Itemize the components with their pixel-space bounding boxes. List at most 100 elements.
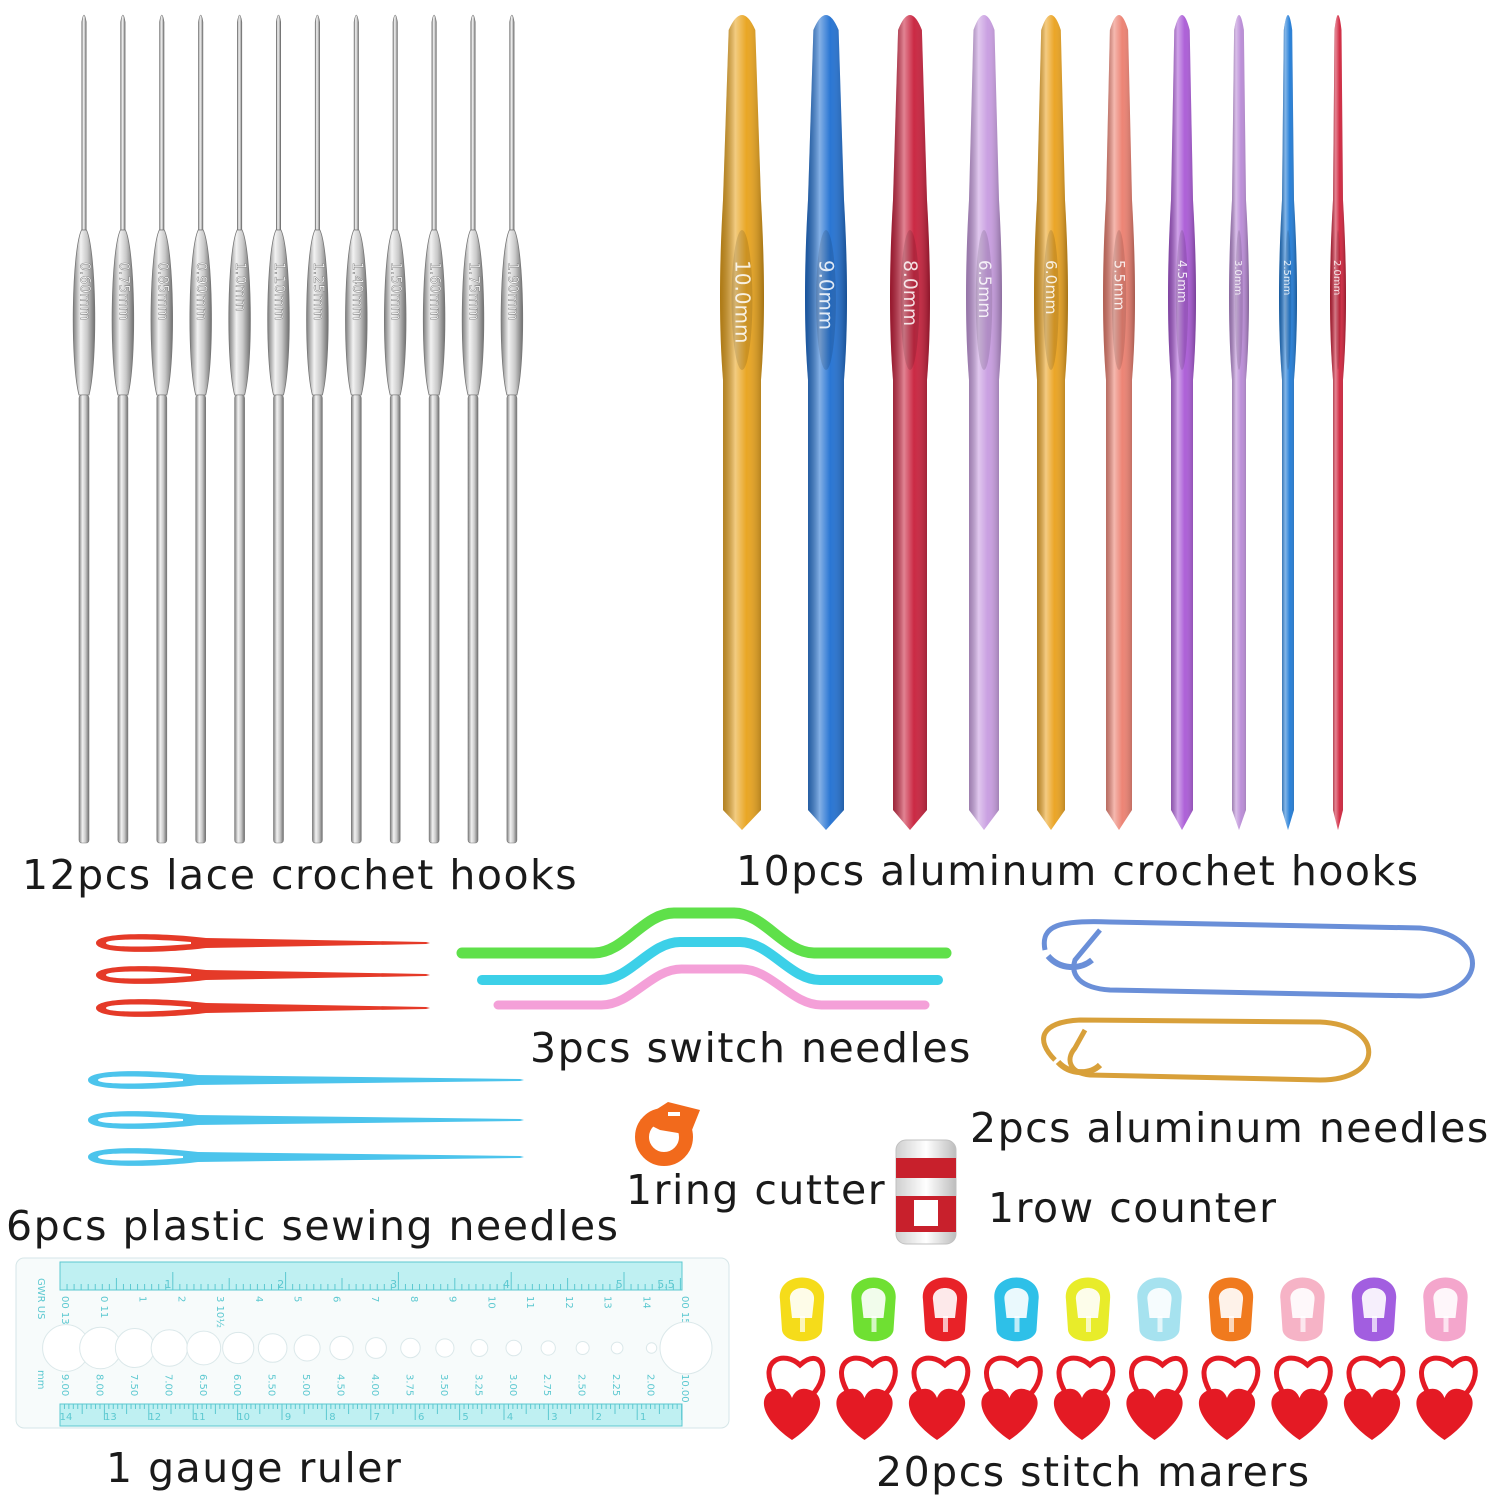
caption-row-counter: 1row counter — [988, 1184, 1278, 1232]
plastic-needle — [96, 934, 430, 952]
aluminum-needles-group — [1041, 919, 1475, 1083]
lace-hook-grip — [228, 229, 251, 396]
aluminum-hook: 9.0mm — [805, 15, 847, 830]
lace-hook-tip — [431, 14, 437, 231]
caption-stitch-markers: 20pcs stitch marers — [876, 1448, 1311, 1496]
lace-hook-grip — [422, 229, 446, 396]
lace-hook-grip — [345, 229, 368, 396]
ruler-side-label-bottom: mm — [35, 1370, 46, 1389]
ruler-inch-label: 2 — [277, 1278, 284, 1291]
aluminum-hook-thumb-rest — [1284, 230, 1292, 370]
stitch-marker-heart — [1053, 1355, 1116, 1440]
heart-marker-loop — [1129, 1355, 1188, 1398]
ruler-mm-size: 7.00 — [162, 1374, 173, 1396]
ruler-inch-scale — [59, 1261, 683, 1291]
ruler-us-size: 4 — [253, 1296, 264, 1302]
aluminum-hook-shine — [1279, 15, 1297, 830]
aluminum-pin-blue-clasp — [1045, 953, 1094, 970]
aluminum-hook-shine — [1034, 15, 1068, 830]
lace-hook-grip — [384, 229, 407, 396]
plastic-needle — [96, 966, 430, 984]
ruler-cm-label: 5 — [462, 1412, 468, 1423]
ruler-gauge-hole — [505, 1339, 523, 1357]
plastic-sewing-needles-group — [88, 934, 524, 1166]
stitch-marker-opening — [1361, 1288, 1387, 1318]
ruler-mm-size: 2.25 — [610, 1374, 621, 1396]
aluminum-hook-size-label: 5.5mm — [1110, 260, 1126, 311]
ruler-cm-label: 8 — [329, 1412, 335, 1423]
stitch-marker-heart — [908, 1355, 971, 1440]
stitch-marker-locking — [851, 1277, 896, 1342]
ruler-us-size: 2 — [175, 1296, 186, 1302]
lace-hook-shaft — [273, 394, 284, 844]
stitch-marker-latch — [1086, 1316, 1091, 1332]
lace-hook-size-label: 1.40mm — [349, 262, 365, 320]
aluminum-hook-shine — [1168, 15, 1196, 830]
stitch-marker-locking — [1208, 1277, 1254, 1342]
plastic-needle-body — [96, 966, 430, 984]
lace-hook: 1.60mm — [422, 14, 446, 844]
plastic-needle-eye — [98, 1076, 183, 1084]
ruler-cm-label: 2 — [596, 1412, 602, 1423]
ruler-us-size: 10 — [485, 1296, 496, 1309]
stitch-marker-opening — [932, 1288, 958, 1318]
stitch-marker-opening — [1290, 1288, 1315, 1318]
aluminum-hook-size-label: 6.5mm — [975, 260, 994, 318]
aluminum-hook-shine — [1330, 15, 1346, 830]
lace-hook-size-label: 1.0mm — [232, 262, 248, 312]
aluminum-hook-size-label: 6.0mm — [1042, 260, 1060, 314]
aluminum-hook-thumb-rest — [1043, 230, 1059, 370]
aluminum-hook-thumb-rest — [731, 230, 753, 370]
lace-hook: 1.75mm — [461, 14, 485, 844]
aluminum-hook-shine — [890, 15, 930, 830]
ruler-mm-size: 2.00 — [645, 1374, 656, 1396]
ruler-cm-label: 7 — [374, 1412, 380, 1423]
heart-marker-loop — [1201, 1355, 1261, 1398]
caption-switch-needles: 3pcs switch needles — [530, 1024, 972, 1072]
plastic-needle — [88, 1148, 524, 1166]
stitch-marker-heart — [1271, 1355, 1333, 1440]
heart-marker-body — [908, 1388, 966, 1440]
lace-hook-shaft — [156, 394, 168, 844]
lace-hook-size-label: 0.90mm — [193, 262, 209, 320]
heart-marker-loop — [766, 1355, 826, 1398]
ring-cutter-slot — [668, 1112, 680, 1116]
ruler-us-size: 11 — [524, 1296, 535, 1309]
ruler-gauge-hole — [222, 1331, 255, 1365]
stitch-marker-latch — [1372, 1316, 1377, 1332]
lace-hook-shaft — [389, 394, 401, 844]
ruler-mm-size: 3.00 — [507, 1374, 518, 1396]
caption-ring-cutter: 1ring cutter — [626, 1166, 887, 1214]
ruler-gauge-hole — [400, 1337, 421, 1359]
lace-hook: 1.40mm — [345, 14, 368, 844]
ruler-gauge-hole — [645, 1342, 658, 1354]
lace-hook: 1.90mm — [500, 14, 524, 844]
lace-hook-shaft — [428, 394, 440, 844]
ruler-gauge-hole — [470, 1339, 489, 1357]
lace-hook-grip — [500, 229, 524, 396]
stitch-marker-opening — [1075, 1288, 1101, 1318]
lace-hook-size-label: 1.50mm — [388, 262, 404, 320]
stitch-marker-heart — [836, 1355, 898, 1440]
lace-hook: 1.25mm — [306, 14, 329, 844]
ruler-us-size: 3 10½ — [214, 1296, 226, 1328]
lace-hook-grip — [150, 229, 173, 396]
heart-marker-body — [1416, 1388, 1473, 1440]
lace-hook-grip — [267, 229, 290, 396]
ruler-mm-size: 2.50 — [576, 1374, 587, 1396]
aluminum-hook-shine — [1229, 15, 1249, 830]
lace-hook: 1.10mm — [267, 14, 290, 844]
stitch-marker-locking — [1137, 1277, 1182, 1342]
ruler-inch-label: 3 — [390, 1278, 397, 1291]
plastic-needle-eye — [106, 971, 191, 979]
heart-marker-body — [1053, 1388, 1111, 1440]
lace-hook-tip — [392, 14, 398, 231]
ruler-mm-size: 3.50 — [438, 1374, 449, 1396]
ruler-inch-label: 5 — [616, 1278, 623, 1291]
lace-hook-size-label: 1.10mm — [271, 262, 287, 320]
ruler-mm-size: 4.50 — [335, 1374, 346, 1396]
lace-hook: 0.75mm — [111, 14, 135, 844]
plastic-needle — [88, 1111, 524, 1129]
lace-hook-tip — [276, 14, 281, 231]
aluminum-hook: 10.0mm — [720, 15, 764, 830]
